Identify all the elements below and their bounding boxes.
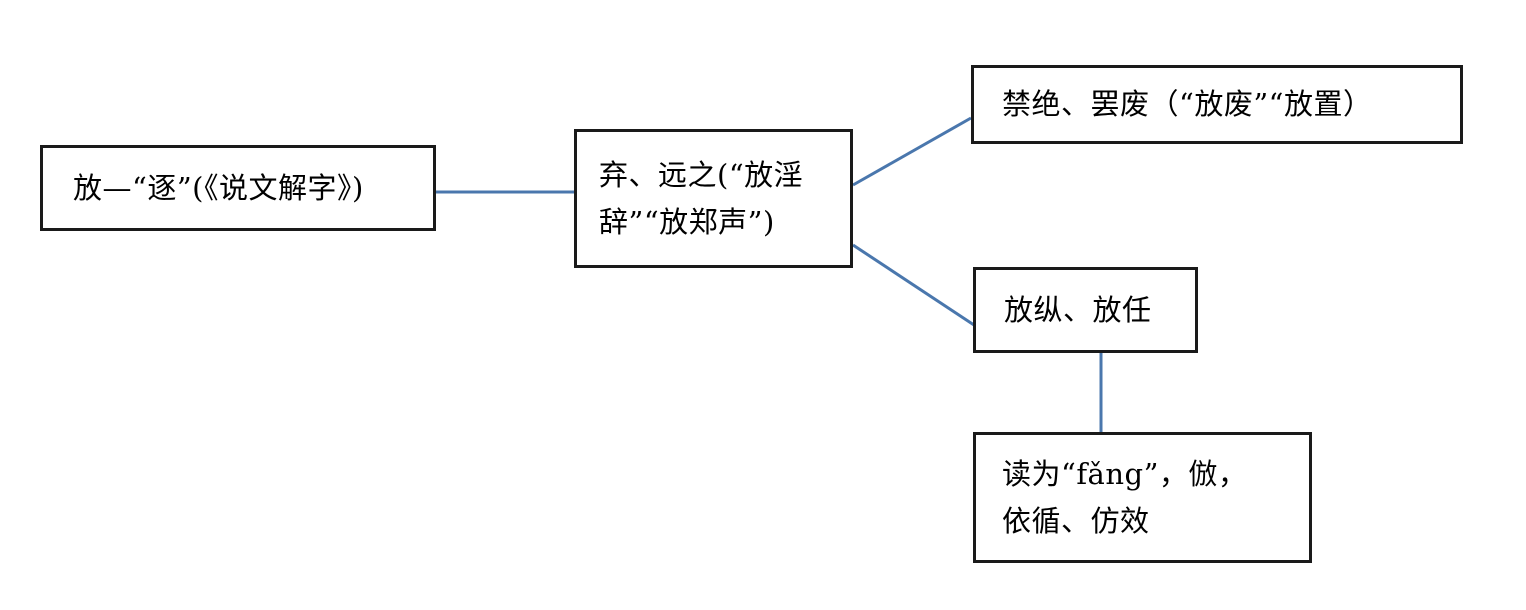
indulge-node[interactable]: 放纵、放任: [973, 267, 1198, 353]
fang-node-label: 读为“fǎng”，倣， 依循、仿效: [1002, 457, 1248, 538]
root-node-label: 放—“逐”(《说文解字》): [73, 170, 364, 205]
center-node[interactable]: 弃、远之(“放淫 辞”“放郑声”): [574, 129, 853, 268]
connector-center-to-indulge: [852, 243, 975, 327]
connector-center-to-ban: [852, 116, 972, 187]
indulge-node-label: 放纵、放任: [1004, 292, 1152, 327]
ban-node[interactable]: 禁绝、罢废（“放废”“放置）: [971, 65, 1463, 144]
ban-node-label: 禁绝、罢废（“放废”“放置）: [1002, 87, 1373, 122]
root-node[interactable]: 放—“逐”(《说文解字》): [40, 145, 436, 231]
center-node-label: 弃、远之(“放淫 辞”“放郑声”): [599, 158, 804, 239]
fang-node[interactable]: 读为“fǎng”，倣， 依循、仿效: [973, 432, 1312, 563]
